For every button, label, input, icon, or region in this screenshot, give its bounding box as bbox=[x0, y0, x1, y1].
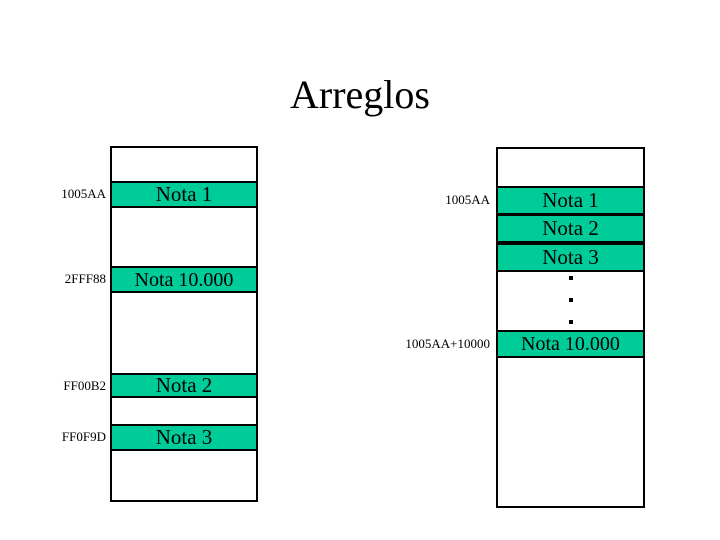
array-cell-right-nota-1: Nota 1 bbox=[496, 186, 645, 215]
memory-cell-left-nota-1: Nota 1 bbox=[110, 181, 258, 208]
address-label-left-4: FF0F9D bbox=[61, 429, 106, 444]
ellipsis-dot bbox=[568, 320, 573, 324]
address-label-left-1: 1005AA bbox=[61, 186, 106, 201]
address-label-left-3: FF00B2 bbox=[63, 378, 106, 393]
array-cell-right-nota-10000: Nota 10.000 bbox=[496, 330, 645, 358]
memory-cell-left-nota-3: Nota 3 bbox=[110, 424, 258, 451]
array-cell-right-nota-2: Nota 2 bbox=[496, 214, 645, 243]
vertical-ellipsis-icon bbox=[496, 274, 645, 326]
address-label-right-1: 1005AA bbox=[445, 192, 490, 207]
memory-cell-left-nota-10000: Nota 10.000 bbox=[110, 266, 258, 293]
ellipsis-dot bbox=[568, 276, 573, 280]
page-title: Arreglos bbox=[290, 72, 430, 117]
address-label-right-2: 1005AA+10000 bbox=[405, 336, 490, 351]
memory-cell-left-nota-2: Nota 2 bbox=[110, 373, 258, 398]
array-cell-right-nota-3: Nota 3 bbox=[496, 243, 645, 272]
address-label-left-2: 2FFF88 bbox=[64, 271, 106, 286]
ellipsis-dot bbox=[568, 298, 573, 302]
